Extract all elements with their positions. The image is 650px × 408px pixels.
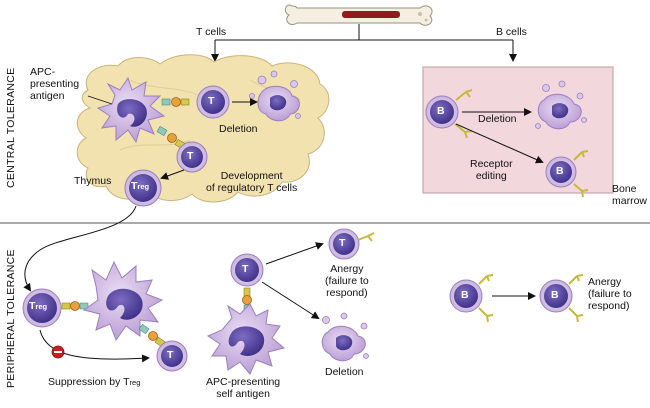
deletion-b-label: Deletion	[478, 113, 517, 125]
t-cells-label: T cells	[196, 26, 227, 38]
arrow-receptor-editing	[455, 123, 544, 164]
inhibit-icon	[51, 345, 65, 359]
t-letter-2: T	[187, 150, 194, 162]
development-treg-label: Development of regulatory T cells	[206, 170, 298, 194]
arrow-to-treg	[160, 169, 185, 180]
apoptotic-cell-thymus	[249, 70, 301, 122]
anergy-t-label: Anergy (failure to respond)	[325, 263, 369, 299]
apoptotic-cell-periphery	[321, 312, 369, 362]
deletion-t-label: Deletion	[219, 123, 258, 135]
t-letter-5: T	[339, 237, 346, 249]
t-letter-1: T	[208, 95, 215, 107]
suppression-label: Suppression by Treg	[48, 376, 141, 388]
bone-icon	[284, 4, 433, 26]
treg-letter-thymus: Treg	[131, 180, 150, 192]
branch-lines	[211, 24, 517, 62]
apc-cell-thymus	[96, 76, 166, 144]
synapse-thymus-1	[161, 97, 190, 107]
b-letter-1: B	[437, 105, 445, 117]
thymus-label: Thymus	[74, 175, 112, 187]
bone-marrow-box	[422, 66, 614, 194]
arrow-anergy-t	[265, 242, 324, 265]
b-cell-anergic	[539, 274, 584, 323]
apc-cell-treg	[82, 260, 164, 342]
b-letter-3: B	[461, 289, 469, 301]
b-letter-4: B	[551, 289, 559, 301]
treg-cell-thymus	[124, 169, 162, 207]
t-cell-periphery	[230, 253, 264, 287]
treg-cell-periphery	[22, 288, 62, 328]
apoptotic-b-cell	[535, 80, 587, 130]
apc-presenting-antigen-label: APC- presenting antigen	[30, 66, 80, 102]
arrow-deletion-periphery	[261, 281, 320, 320]
apc-pointer	[87, 95, 113, 105]
b-letter-2: B	[556, 165, 564, 177]
peripheral-tolerance-label: PERIPHERAL TOLERANCE	[5, 249, 17, 388]
arrow-treg-to-periphery	[23, 205, 137, 292]
bone-marrow-label: Bone marrow	[612, 183, 648, 207]
b-cell-edited	[545, 150, 589, 198]
apc-self-antigen-cell	[206, 303, 286, 375]
synapse-apc-t-periphery-1	[138, 323, 166, 348]
t-cell-thymus-2	[176, 141, 208, 173]
receptor-editing-label: Receptor editing	[470, 158, 513, 182]
t-letter-4: T	[242, 263, 249, 275]
anergy-b-label: Anergy (failure to respond)	[588, 276, 632, 312]
t-cell-suppressed	[156, 340, 188, 372]
t-cell-thymus-1	[196, 85, 230, 119]
b-cell-periphery	[449, 274, 494, 323]
deletion-periphery-label: Deletion	[325, 366, 364, 378]
synapse-treg	[61, 301, 89, 311]
t-cell-anergic	[328, 228, 375, 260]
apc-self-antigen-label: APC-presenting self antigen	[206, 376, 281, 400]
b-cells-label: B cells	[496, 26, 527, 38]
arrow-suppression	[39, 329, 150, 363]
b-cell-marrow	[425, 89, 473, 139]
central-tolerance-label: CENTRAL TOLERANCE	[5, 67, 17, 188]
treg-letter-periphery: Treg	[29, 300, 48, 312]
t-letter-3: T	[167, 349, 174, 361]
